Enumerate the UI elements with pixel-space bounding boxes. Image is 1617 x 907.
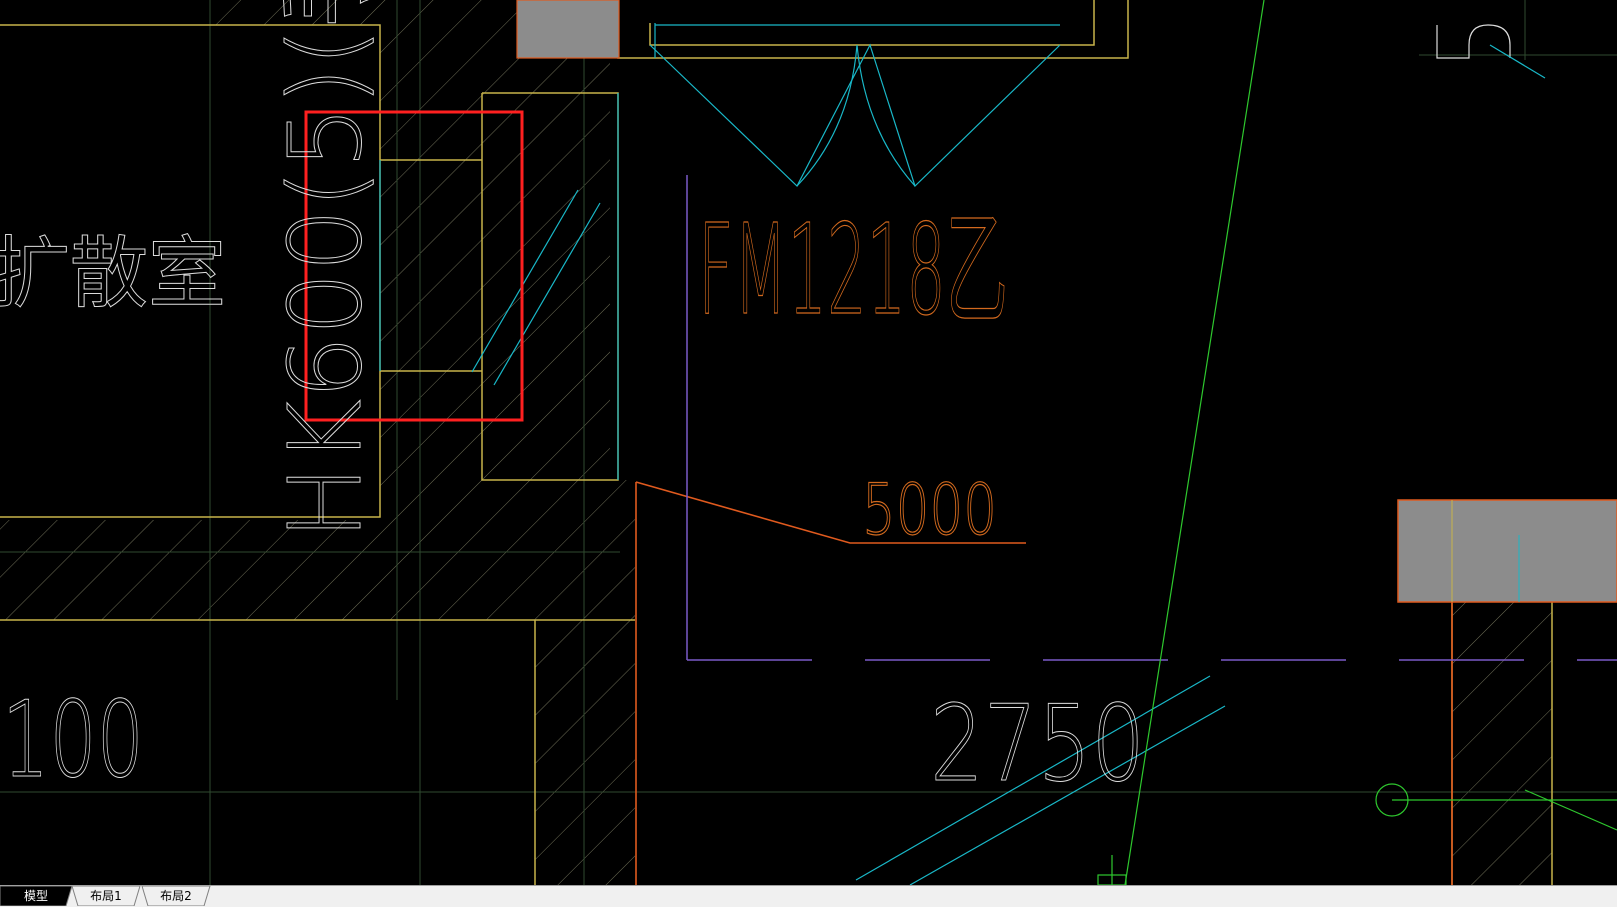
tab-layout2-label: 布局2 <box>160 889 192 903</box>
purple-dashed <box>686 175 1617 661</box>
walls <box>0 0 1553 885</box>
cad-drawing[interactable]: 扩散室 HK600(5)(手动) FM1218乙 5000 100 2750 <box>0 0 1617 885</box>
cyan-lines <box>379 23 1226 885</box>
vertical-equipment-label: HK600(5)(手动) <box>267 0 384 540</box>
door-label: FM1218乙 <box>698 198 1008 343</box>
selection-highlight-box[interactable] <box>304 110 524 422</box>
column-top <box>516 0 620 59</box>
dimension-left: 100 <box>2 679 144 801</box>
tab-layout2[interactable]: 布局2 <box>140 886 212 906</box>
tab-layout1[interactable]: 布局1 <box>70 886 142 906</box>
room-label: 扩散室 <box>0 229 226 319</box>
hatch-regions <box>0 0 1552 885</box>
orange-lines <box>635 481 1453 885</box>
tab-model-label: 模型 <box>23 889 48 903</box>
tab-model[interactable]: 模型 <box>0 886 72 906</box>
top-right-symbol <box>1436 24 1546 79</box>
column-right <box>1397 499 1617 603</box>
green-lines <box>1097 0 1617 885</box>
tab-layout1-label: 布局1 <box>90 889 122 903</box>
layout-tab-bar: 布局2 布局1 模型 <box>0 885 1617 907</box>
cad-model-viewport[interactable]: 扩散室 HK600(5)(手动) FM1218乙 5000 100 2750 <box>0 0 1617 885</box>
elevation-label: 5000 <box>862 469 997 551</box>
grid-lines <box>0 0 1617 885</box>
dimension-mid: 2750 <box>930 683 1145 805</box>
